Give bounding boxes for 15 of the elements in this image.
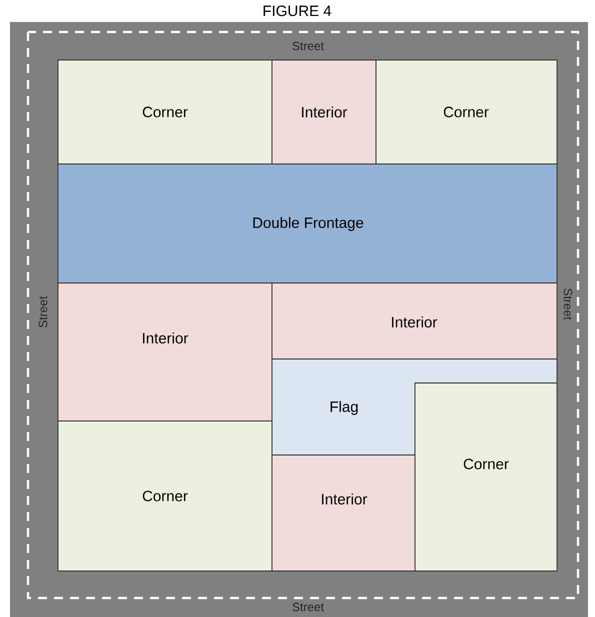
street-label: Street — [292, 602, 324, 612]
lot-box: Corner — [376, 60, 558, 164]
lot-box: Corner — [58, 60, 272, 164]
street-label: Street — [292, 42, 324, 50]
street-label: Street — [564, 288, 572, 320]
figure-title: FIGURE 4 — [264, 6, 332, 16]
lot-box: Interior — [272, 454, 416, 572]
lot-box: Interior — [272, 60, 376, 164]
lot-box: Interior — [272, 282, 558, 360]
street-label: Street — [38, 296, 48, 328]
lot-box: Interior — [58, 282, 272, 422]
lot-box: Corner — [58, 420, 272, 572]
lot-box: Flag — [272, 358, 558, 456]
lot-box: Corner — [414, 382, 558, 572]
lot-box: Double Frontage — [58, 164, 558, 284]
